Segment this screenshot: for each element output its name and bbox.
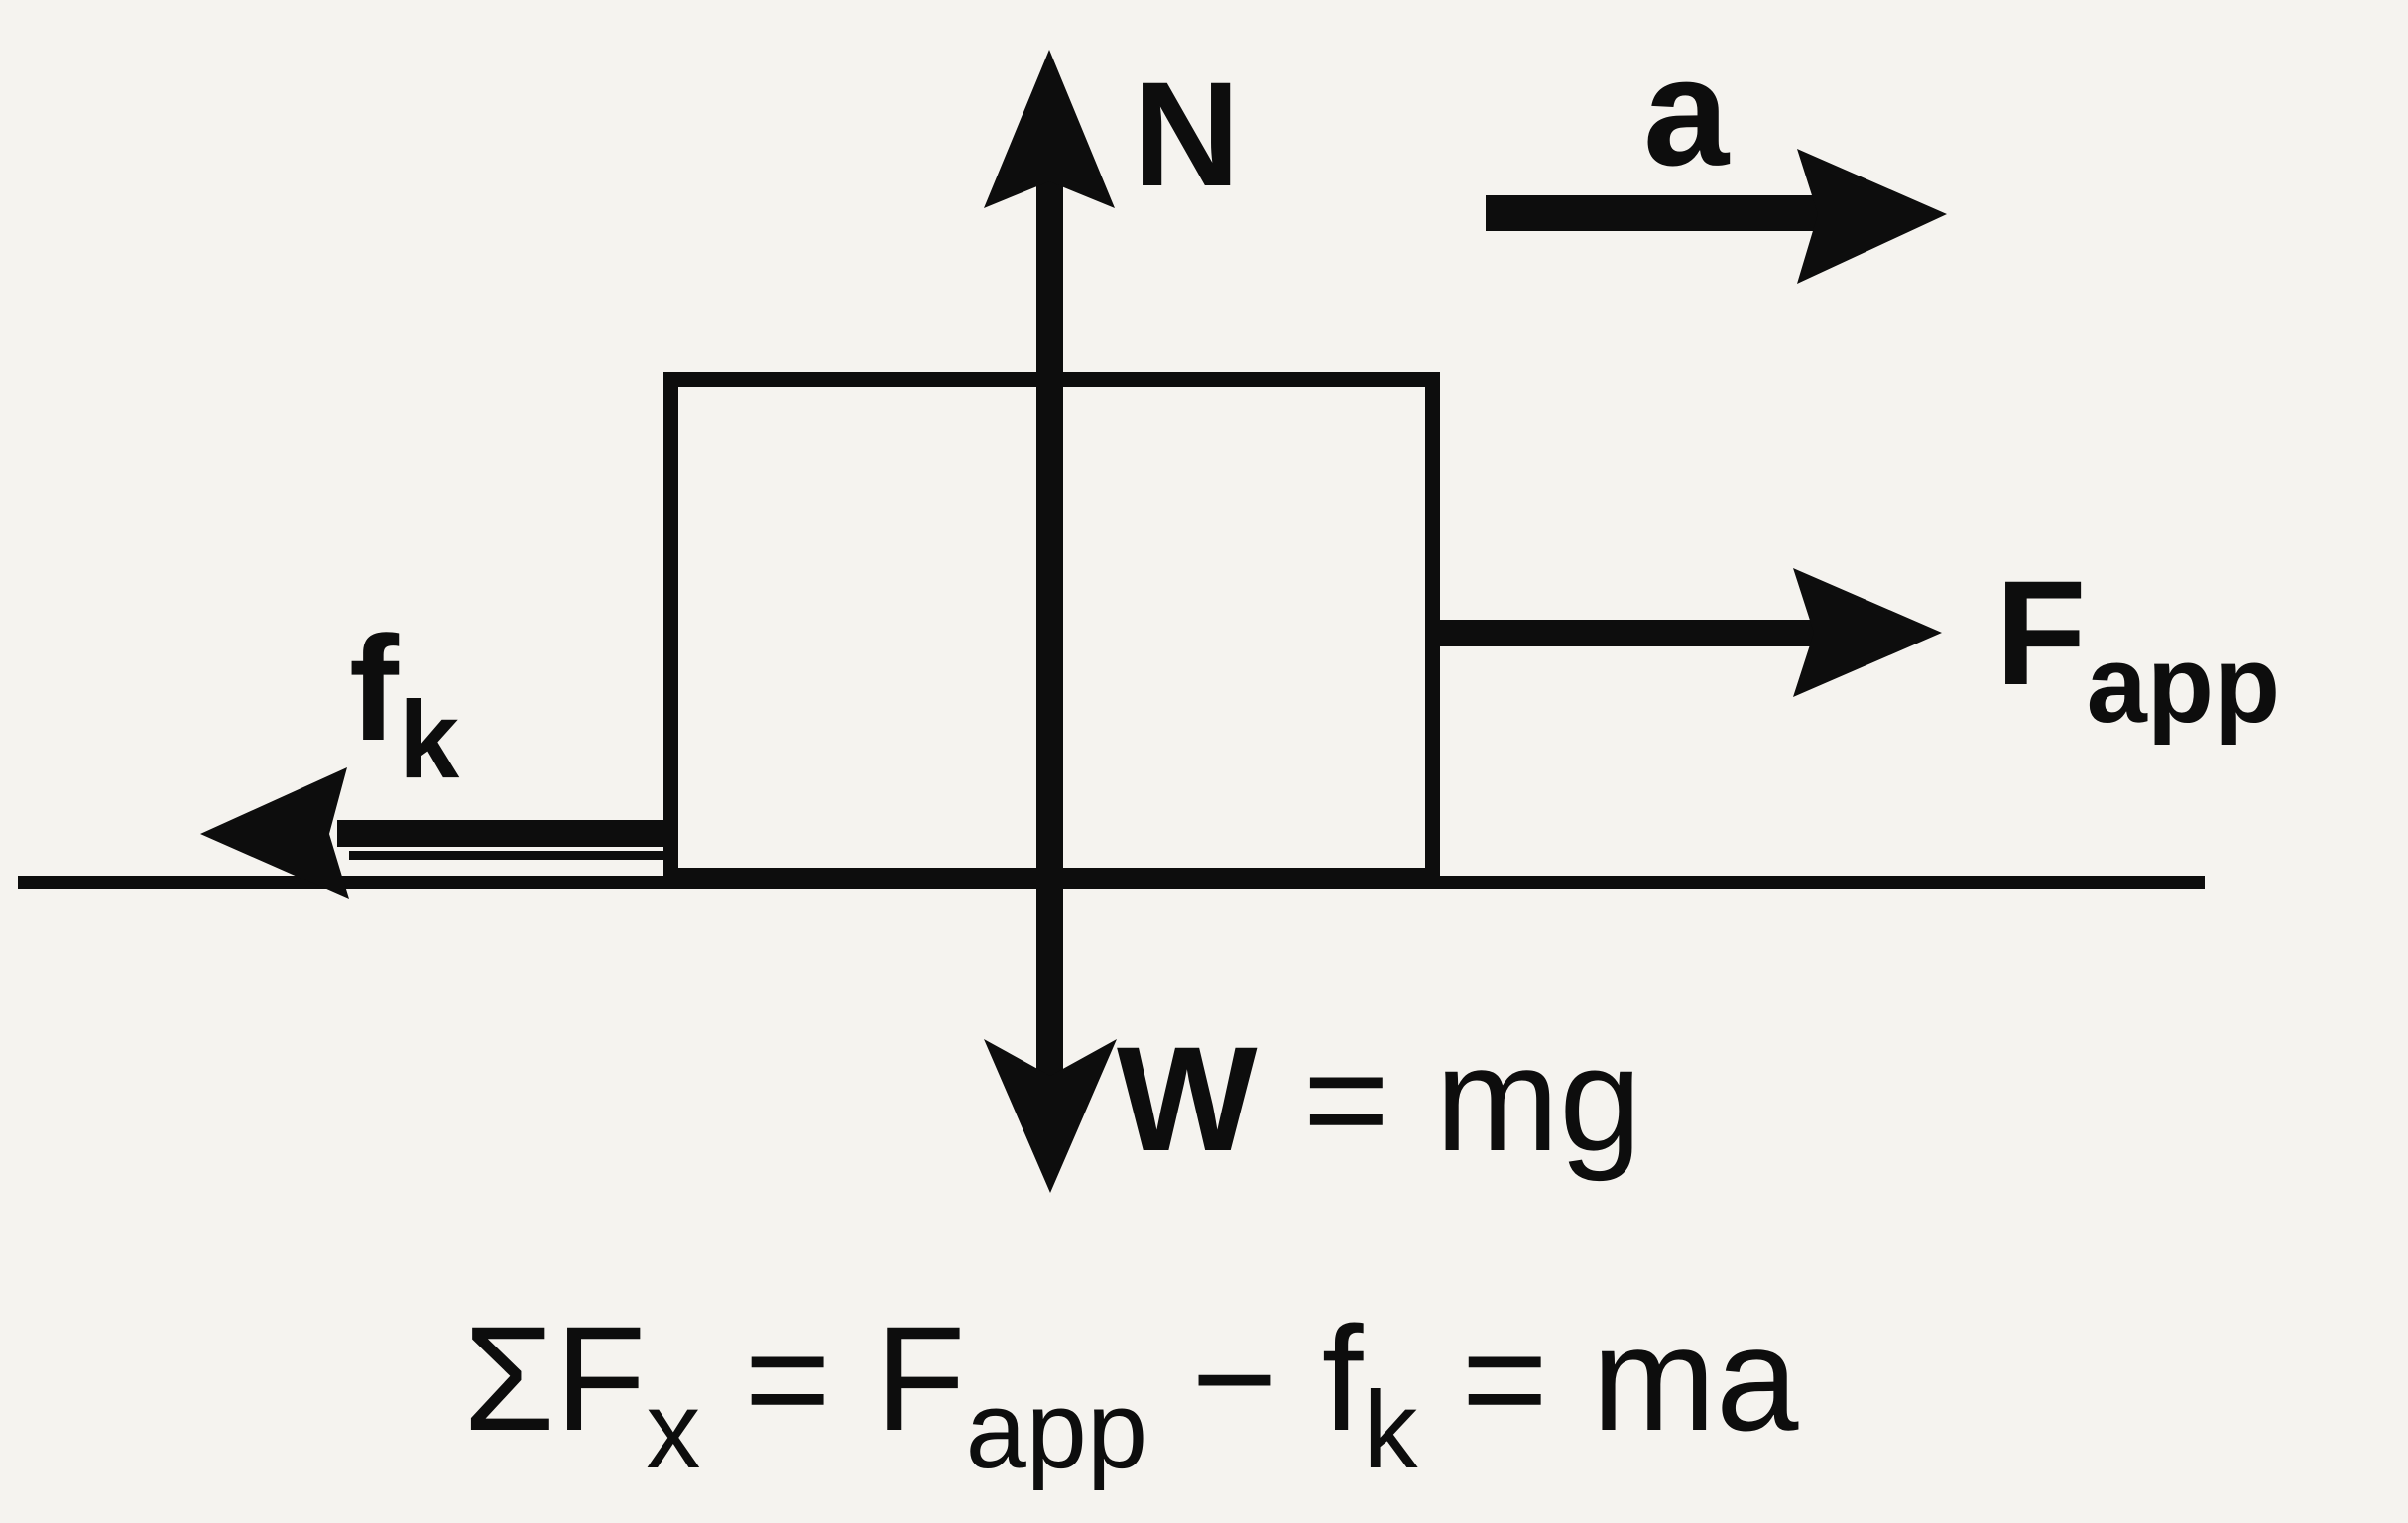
friction-arrowhead-icon bbox=[200, 767, 349, 899]
acceleration-label: a bbox=[1643, 26, 1730, 197]
applied-arrow-shaft bbox=[1432, 620, 1815, 646]
weight-equals-sign: = bbox=[1302, 1015, 1390, 1182]
normal-force-label: N bbox=[1133, 51, 1241, 217]
normal-arrowhead-icon bbox=[984, 50, 1115, 208]
friction-force-label: fk bbox=[349, 614, 459, 795]
equation-lhs: ΣF bbox=[463, 1295, 647, 1462]
applied-subscript: app bbox=[2086, 624, 2281, 746]
acceleration-arrow-shaft bbox=[1486, 195, 1825, 231]
normal-weight-axis bbox=[1036, 176, 1063, 1079]
friction-arrow-shaft bbox=[337, 820, 675, 847]
equation-applied-symbol: F bbox=[874, 1295, 966, 1462]
equation-rhs: ma bbox=[1592, 1295, 1799, 1462]
applied-symbol: F bbox=[1995, 549, 2087, 716]
acceleration-arrowhead-icon bbox=[1797, 149, 1947, 284]
equation-minus-sign: − bbox=[1191, 1295, 1278, 1462]
weight-value: mg bbox=[1435, 1015, 1642, 1182]
weight-label: W=mg bbox=[1117, 1024, 1642, 1173]
friction-symbol: f bbox=[349, 605, 399, 771]
applied-arrowhead-icon bbox=[1793, 568, 1942, 697]
equation-equals-1: = bbox=[744, 1295, 831, 1462]
equation-friction-symbol: f bbox=[1321, 1295, 1364, 1462]
equation-applied-subscript: app bbox=[965, 1369, 1148, 1491]
weight-arrowhead-icon bbox=[984, 1039, 1117, 1193]
applied-force-label: Fapp bbox=[1995, 558, 2280, 740]
friction-subscript: k bbox=[398, 679, 460, 801]
weight-symbol: W bbox=[1117, 1015, 1258, 1182]
equation-lhs-subscript: x bbox=[646, 1369, 701, 1491]
friction-arrow-underline bbox=[349, 851, 675, 860]
net-force-equation: ΣFx=Fapp−fk=ma bbox=[463, 1304, 1798, 1485]
equation-equals-2: = bbox=[1461, 1295, 1549, 1462]
equation-friction-subscript: k bbox=[1363, 1369, 1418, 1491]
